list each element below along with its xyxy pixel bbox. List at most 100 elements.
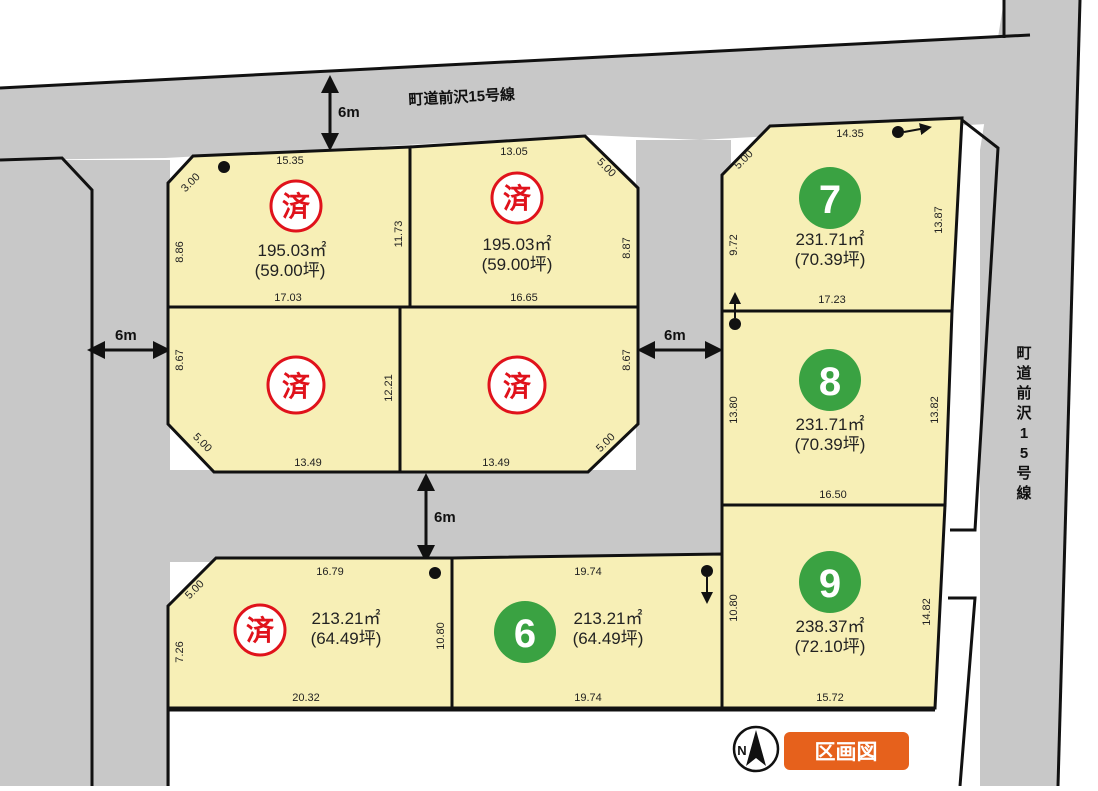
- lot-6[interactable]: [450, 552, 724, 710]
- map-title: 区画図: [815, 741, 878, 764]
- sold-mark-tr: 済: [490, 171, 544, 225]
- dims-lot-9: 10.80 14.82 15.72: [728, 594, 933, 704]
- svg-text:13.49: 13.49: [294, 457, 322, 469]
- road-width-north: 6m: [321, 75, 360, 151]
- sold-mark-tl: 済: [269, 179, 323, 233]
- svg-text:済: 済: [282, 191, 311, 222]
- road-edge-east-inner-bottom: [948, 596, 977, 787]
- svg-text:7: 7: [819, 178, 841, 222]
- svg-text:13.05: 13.05: [500, 146, 528, 158]
- lot-number-6: 6: [494, 601, 556, 663]
- road-width-west: 6m: [87, 327, 171, 359]
- svg-text:済: 済: [503, 183, 532, 214]
- svg-text:16.65: 16.65: [510, 292, 538, 304]
- marker-dot: [729, 318, 741, 330]
- svg-text:(59.00坪): (59.00坪): [255, 261, 326, 280]
- svg-text:5: 5: [1020, 445, 1028, 462]
- svg-text:6m: 6m: [434, 509, 456, 526]
- lot-block-lower: [166, 552, 724, 710]
- svg-text:(72.10坪): (72.10坪): [795, 637, 866, 656]
- marker-dot: [701, 565, 713, 577]
- road-edge-east-outer: [1056, 0, 1082, 787]
- lot-number-9: 9: [799, 551, 861, 613]
- svg-text:(70.39坪): (70.39坪): [795, 250, 866, 269]
- svg-text:8.67: 8.67: [621, 349, 633, 370]
- dims-lot-8: 13.80 13.82 16.50: [728, 396, 941, 501]
- area-lot-6: 213.21㎡ (64.49坪): [573, 609, 644, 648]
- marker-arrow: [903, 123, 932, 135]
- area-lot-7: 231.71㎡ (70.39坪): [795, 230, 866, 269]
- road-edge-west: [0, 156, 94, 786]
- sold-mark-ml: 済: [266, 355, 326, 415]
- marker-dot: [892, 126, 904, 138]
- svg-text:13.80: 13.80: [728, 396, 740, 424]
- svg-text:15.35: 15.35: [276, 155, 304, 167]
- lot-number-8: 8: [799, 349, 861, 411]
- svg-text:17.03: 17.03: [274, 292, 302, 304]
- svg-text:16.50: 16.50: [819, 489, 847, 501]
- svg-text:道: 道: [1016, 364, 1031, 382]
- svg-text:213.21㎡: 213.21㎡: [574, 609, 643, 628]
- road-edge-east-inner-top: [950, 118, 1000, 532]
- north-road-name: 町道前沢15号線: [408, 85, 515, 109]
- svg-text:町: 町: [1016, 345, 1031, 362]
- svg-text:(70.39坪): (70.39坪): [795, 435, 866, 454]
- svg-text:線: 線: [1016, 484, 1031, 502]
- lot-number-7: 7: [799, 167, 861, 229]
- svg-text:6: 6: [514, 612, 536, 656]
- svg-text:10.80: 10.80: [728, 594, 740, 622]
- svg-text:沢: 沢: [1016, 404, 1032, 422]
- svg-text:済: 済: [503, 371, 532, 402]
- svg-text:8: 8: [819, 360, 841, 404]
- svg-text:6m: 6m: [115, 327, 137, 344]
- road-width-middle-vertical: 6m: [637, 327, 723, 359]
- lot-bl[interactable]: [166, 556, 454, 710]
- svg-text:前: 前: [1016, 384, 1031, 402]
- sold-mark-bl: 済: [233, 603, 287, 657]
- svg-text:6m: 6m: [338, 104, 360, 121]
- svg-text:13.82: 13.82: [929, 396, 941, 424]
- north-arrow-icon: N: [732, 725, 780, 773]
- svg-text:10.80: 10.80: [435, 622, 447, 650]
- road-edge-north: [0, 33, 1031, 90]
- svg-text:済: 済: [282, 371, 311, 402]
- svg-text:20.32: 20.32: [292, 692, 320, 704]
- lot-block-upper: [166, 134, 640, 474]
- middle-road-horizontal: [118, 470, 738, 562]
- svg-text:6m: 6m: [664, 327, 686, 344]
- svg-text:号: 号: [1016, 465, 1031, 482]
- svg-text:(64.49坪): (64.49坪): [311, 629, 382, 648]
- svg-text:8.67: 8.67: [174, 349, 186, 370]
- svg-text:195.03㎡: 195.03㎡: [483, 235, 552, 254]
- svg-text:15.72: 15.72: [816, 692, 844, 704]
- svg-text:12.21: 12.21: [383, 374, 395, 402]
- svg-text:9: 9: [819, 562, 841, 606]
- svg-text:19.74: 19.74: [574, 692, 602, 704]
- svg-text:13.49: 13.49: [482, 457, 510, 469]
- svg-text:17.23: 17.23: [818, 294, 846, 306]
- svg-text:19.74: 19.74: [574, 566, 602, 578]
- area-lot-9: 238.37㎡ (72.10坪): [795, 617, 866, 656]
- svg-text:9.72: 9.72: [728, 234, 740, 255]
- sold-mark-mr: 済: [487, 355, 547, 415]
- area-lot-tl: 195.03㎡ (59.00坪): [255, 241, 327, 280]
- svg-text:238.37㎡: 238.37㎡: [796, 617, 865, 636]
- area-lot-8: 231.71㎡ (70.39坪): [795, 415, 866, 454]
- west-road-inner: [90, 160, 170, 786]
- east-road-name: 町 道 前 沢 1 5 号 線: [1016, 345, 1032, 502]
- svg-text:213.21㎡: 213.21㎡: [312, 609, 381, 628]
- svg-text:8.87: 8.87: [621, 237, 633, 258]
- svg-text:(64.49坪): (64.49坪): [573, 629, 644, 648]
- dims-lot-6: 19.74 19.74: [574, 566, 602, 704]
- svg-text:済: 済: [246, 615, 275, 646]
- svg-text:231.71㎡: 231.71㎡: [796, 230, 865, 249]
- road-width-middle-horizontal: 6m: [417, 473, 456, 563]
- svg-text:231.71㎡: 231.71㎡: [796, 415, 865, 434]
- svg-text:1: 1: [1020, 425, 1028, 442]
- svg-text:13.87: 13.87: [933, 206, 945, 234]
- area-lot-bl: 213.21㎡ (64.49坪): [311, 609, 382, 648]
- west-road: [0, 160, 118, 786]
- svg-text:N: N: [737, 743, 746, 758]
- svg-text:14.35: 14.35: [836, 128, 864, 140]
